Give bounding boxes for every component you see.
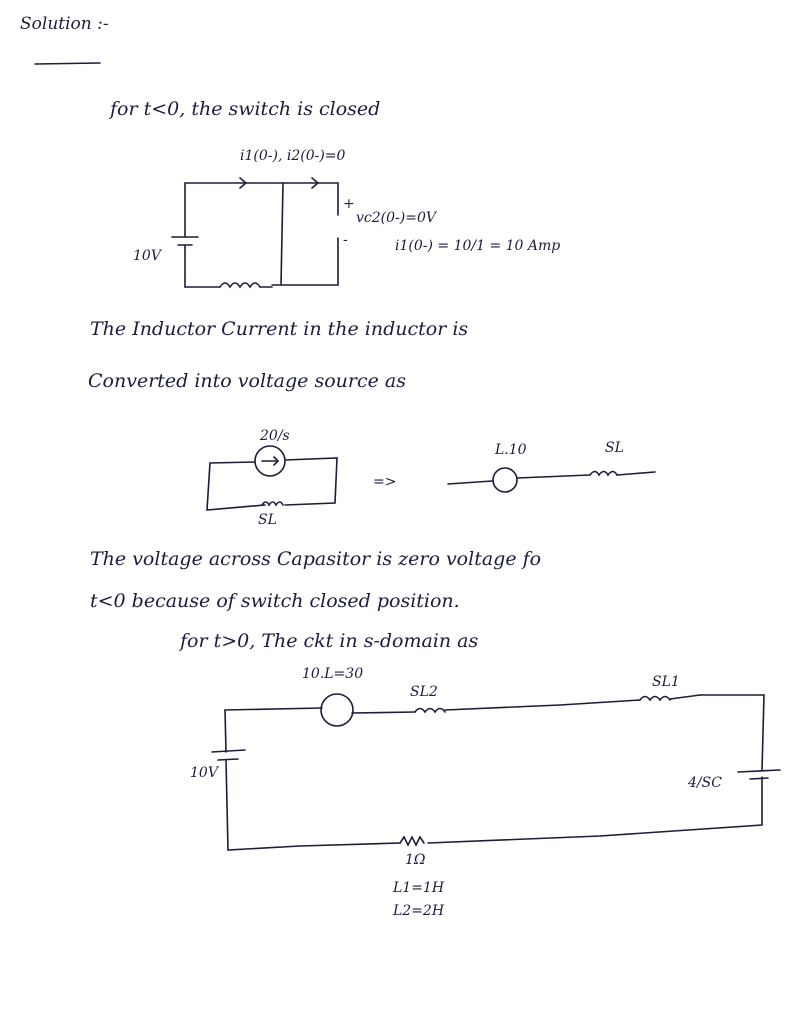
text-line: The Inductor Current in the inductor is: [90, 318, 469, 340]
circuit-1: [171, 177, 339, 289]
label-source: 10.L=30: [302, 666, 364, 682]
label-l2: L2=2H: [393, 903, 445, 919]
inductor-symbol: [219, 282, 261, 289]
circuit-2: [206, 445, 656, 511]
text-line: Converted into voltage source as: [88, 370, 406, 392]
label-inductor2: SL2: [410, 684, 438, 700]
label-resistor: 1Ω: [405, 852, 426, 868]
heading-underline: [34, 62, 101, 65]
text-line: t<0 because of switch closed position.: [90, 590, 460, 612]
label-l1: L1=1H: [393, 880, 445, 896]
text-line: for t>0, The ckt in s-domain as: [180, 630, 479, 652]
label-eq-inductor: SL: [605, 440, 624, 456]
label-inductor-current: i1(0-) = 10/1 = 10 Amp: [395, 238, 561, 254]
label-minus: -: [343, 232, 348, 248]
label-currents: i1(0-), i2(0-)=0: [240, 148, 346, 164]
label-cap-voltage: vc2(0-)=0V: [356, 210, 436, 226]
circuit-3: [211, 693, 781, 851]
label-eq-source: L.10: [495, 442, 527, 458]
solution-heading: Solution :-: [20, 14, 109, 34]
label-inductor1: SL1: [652, 674, 680, 690]
label-capacitor: 4/SC: [688, 775, 722, 791]
label-inductor: SL: [258, 512, 277, 528]
text-line: for t<0, the switch is closed: [110, 98, 381, 120]
label-battery: 10V: [190, 765, 218, 781]
label-source: 20/s: [260, 428, 290, 444]
text-line: The voltage across Capasitor is zero vol…: [90, 548, 542, 570]
label-source: 10V: [133, 248, 161, 264]
label-plus: +: [343, 196, 355, 212]
voltage-source-symbol: [320, 693, 354, 727]
voltage-source-symbol: [492, 467, 518, 493]
label-arrow: =>: [373, 474, 397, 490]
current-source-symbol: [254, 445, 286, 477]
